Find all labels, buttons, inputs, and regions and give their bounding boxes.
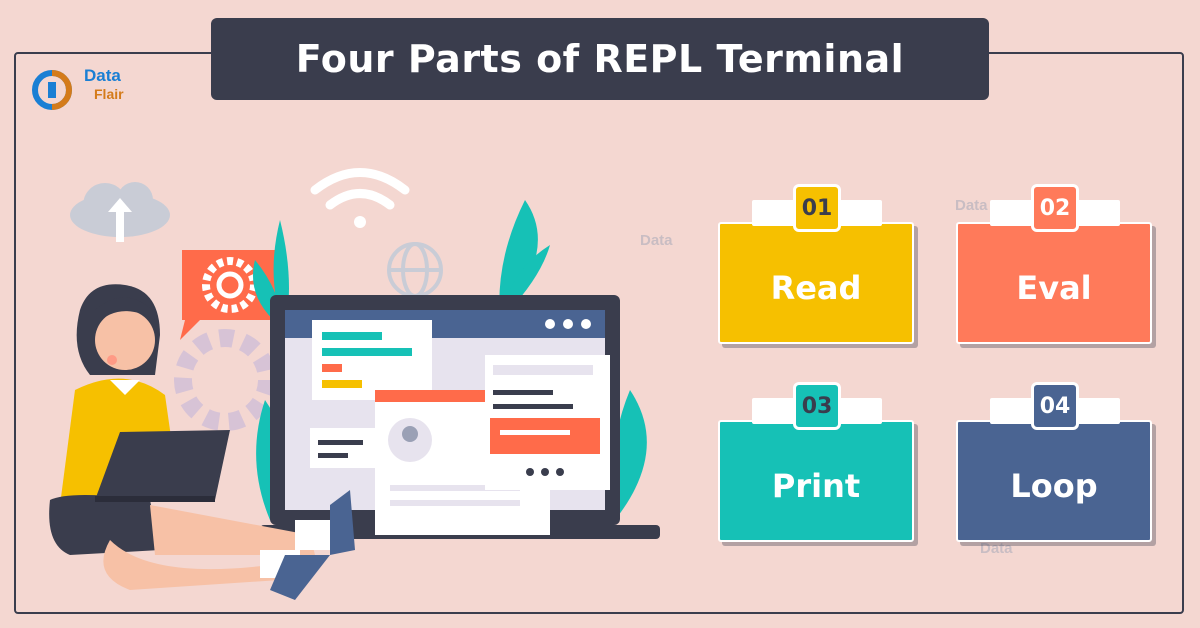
page-title: Four Parts of REPL Terminal	[211, 18, 989, 100]
card-label: Print	[771, 467, 861, 505]
cloud-upload-icon	[70, 182, 170, 242]
gear-background-icon	[174, 329, 276, 431]
watermark: Data	[980, 540, 1013, 557]
card-number-badge: 04	[1031, 382, 1079, 430]
card-label: Read	[770, 269, 862, 307]
watermark: Data	[640, 232, 673, 249]
window-message	[485, 355, 610, 490]
card-number-badge: 03	[793, 382, 841, 430]
card-label: Eval	[1016, 269, 1092, 307]
window-bars	[312, 320, 432, 400]
card-loop-body: Loop	[956, 420, 1152, 542]
watermark: Data	[955, 197, 988, 214]
wifi-icon	[310, 168, 410, 228]
card-label: Loop	[1010, 467, 1098, 505]
dataflair-logo-icon	[32, 70, 72, 110]
logo-text-data: Data	[84, 66, 121, 85]
logo-text-flair: Flair	[94, 86, 124, 102]
window-small	[310, 428, 380, 468]
card-print-body: Print	[718, 420, 914, 542]
card-number-badge: 01	[793, 184, 841, 232]
globe-icon	[387, 242, 443, 298]
card-number-badge: 02	[1031, 184, 1079, 232]
card-eval-body: Eval	[956, 222, 1152, 344]
dataflair-logo: Data Flair	[30, 64, 150, 124]
person-with-laptop	[49, 284, 355, 600]
repl-illustration	[49, 168, 660, 600]
card-read-body: Read	[718, 222, 914, 344]
